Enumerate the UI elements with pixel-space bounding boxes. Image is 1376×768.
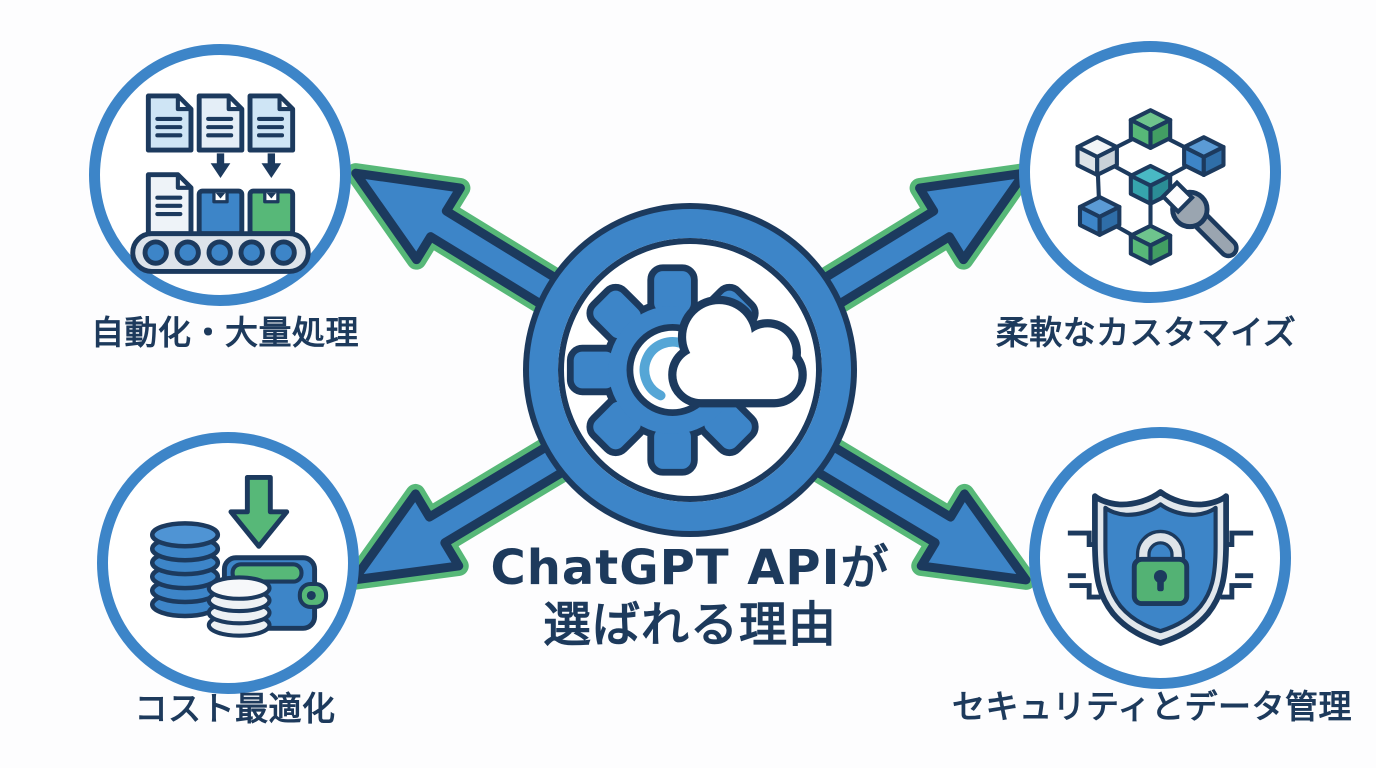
conveyor-documents-icon: [129, 93, 311, 274]
label-cost: コスト最適化: [134, 689, 336, 728]
cube-icon: [1128, 223, 1172, 266]
cube-icon: [1074, 134, 1119, 177]
label-automation: 自動化・大量処理: [91, 313, 359, 352]
circuit-lines-icon: [1067, 530, 1253, 599]
node-circle-cost: [97, 432, 359, 694]
coin-stack-icon: [149, 520, 220, 618]
coins-wallet-icon: [149, 474, 328, 638]
wrench-icon: [1159, 179, 1239, 258]
center-hub-circle: [529, 209, 851, 531]
node-circle-automation: [89, 44, 351, 306]
document-icon: [145, 171, 193, 236]
title-line-1: ChatGPT APIが: [490, 540, 890, 596]
node-circle-security: [1029, 427, 1291, 689]
label-customization: 柔軟なカスタマイズ: [995, 313, 1297, 352]
cloud-icon: [676, 304, 798, 399]
cube-icon: [1128, 107, 1172, 150]
arrow-down-icon: [227, 474, 289, 549]
conveyor-belt-icon: [129, 230, 311, 274]
shield-lock-icon: [1067, 456, 1253, 661]
document-icon: [145, 93, 295, 153]
padlock-icon: [1131, 529, 1189, 606]
node-circle-customization: [1019, 41, 1281, 303]
cube-icon: [1128, 163, 1172, 206]
cube-icon: [1181, 134, 1226, 177]
package-box-icon: [196, 188, 295, 236]
cube-network-wrench-icon: [1074, 107, 1239, 266]
cube-icon: [1077, 194, 1121, 237]
arrow-down-icon: [210, 152, 281, 178]
page-title: ChatGPT APIが 選ばれる理由: [440, 540, 940, 653]
gear-cloud-icon: [564, 244, 816, 496]
coin-stack-icon: [206, 574, 272, 638]
label-security: セキュリティとデータ管理: [951, 687, 1353, 726]
title-line-2: 選ばれる理由: [542, 596, 837, 653]
